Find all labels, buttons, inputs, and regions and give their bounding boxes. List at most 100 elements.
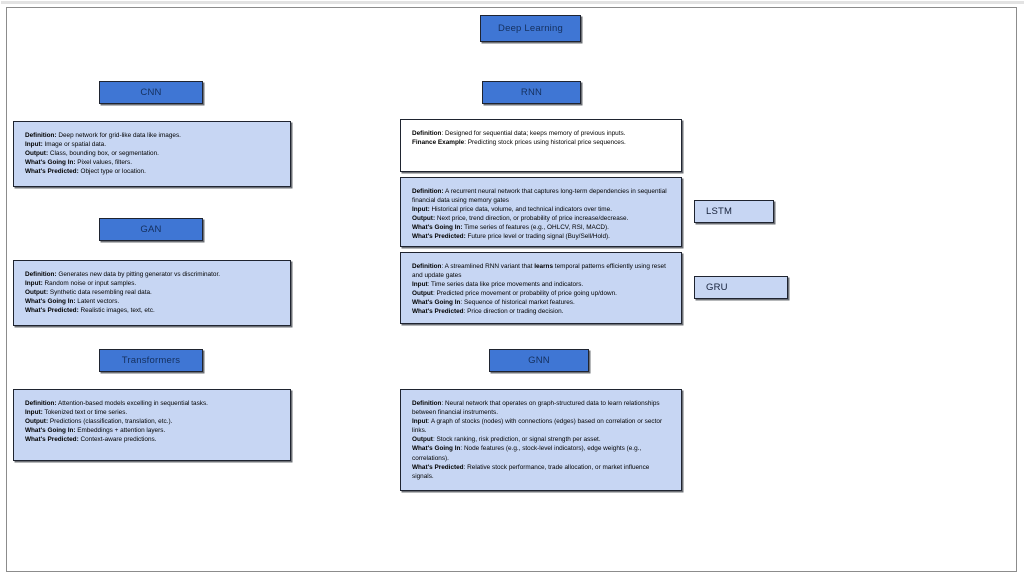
panel-line-text: A recurrent neural network that captures… xyxy=(412,188,667,205)
panel-line-label: What's Going In: xyxy=(25,159,76,167)
node-cnn[interactable]: CNN xyxy=(99,81,203,104)
node-gnn-label: GNN xyxy=(528,355,550,366)
panel-line: Input: Time series data like price movem… xyxy=(412,280,671,289)
panel-line-text: Synthetic data resembling real data. xyxy=(48,289,152,297)
panel-line-label: Input xyxy=(412,281,428,289)
panel-line-text: Time series of features (e.g., OHLCV, RS… xyxy=(462,224,609,232)
panel-line-text: : Predicted price movement or probabilit… xyxy=(432,290,617,298)
panel-line-text: Context-aware predictions. xyxy=(78,436,157,444)
panel-line-text: : Neural network that operates on graph-… xyxy=(412,400,660,417)
panel-line: Definition: A streamlined RNN variant th… xyxy=(412,262,671,280)
panel-line: Definition: Deep network for grid-like d… xyxy=(25,131,280,140)
panel-cnn: Definition: Deep network for grid-like d… xyxy=(13,121,291,187)
panel-line-label: What's Going In: xyxy=(412,224,463,232)
panel-line-label: Input: xyxy=(25,409,43,417)
panel-line-text: : Designed for sequential data; keeps me… xyxy=(441,130,626,137)
panel-line: Output: Next price, trend direction, or … xyxy=(412,214,671,223)
node-gan[interactable]: GAN xyxy=(99,218,203,241)
node-gru-tag[interactable]: GRU xyxy=(694,276,788,299)
panel-line-label: Output: xyxy=(412,215,436,223)
node-rnn[interactable]: RNN xyxy=(482,81,581,104)
panel-line: What's Going In: Latent vectors. xyxy=(25,297,280,306)
panel-line: What's Going In: Embeddings + attention … xyxy=(25,426,280,435)
panel-line-text: Object type or location. xyxy=(78,168,146,176)
panel-line: What's Predicted: Context-aware predicti… xyxy=(25,435,280,444)
panel-line-label: Definition: xyxy=(25,132,57,139)
panel-line: Input: Tokenized text or time series. xyxy=(25,408,280,417)
panel-line-label: Output: xyxy=(25,418,49,426)
panel-line-text: Image or spatial data. xyxy=(42,141,106,149)
panel-rnn: Definition: Designed for sequential data… xyxy=(400,119,682,172)
panel-line-label: Definition: xyxy=(25,400,57,407)
panel-line: Output: Predictions (classification, tra… xyxy=(25,417,280,426)
panel-line-label: What's Predicted: xyxy=(412,233,466,241)
panel-line-text-after: temporal patterns efficiently using rese… xyxy=(412,263,666,280)
panel-line: Definition: A recurrent neural network t… xyxy=(412,187,671,205)
panel-line-text: Embeddings + attention layers. xyxy=(75,427,166,435)
panel-line: What's Going In: Node features (e.g., st… xyxy=(412,444,671,462)
panel-line: Input: Random noise or input samples. xyxy=(25,279,280,288)
panel-line-text: Deep network for grid-like data like ima… xyxy=(56,132,181,139)
node-gnn[interactable]: GNN xyxy=(489,349,589,372)
panel-line-label: Finance Example xyxy=(412,139,465,147)
panel-line-label: Output: xyxy=(25,150,49,158)
panel-line-text: : Time series data like price movements … xyxy=(427,281,584,289)
panel-lstm: Definition: A recurrent neural network t… xyxy=(400,177,682,247)
panel-line: Definition: Neural network that operates… xyxy=(412,399,671,417)
panel-line-label: What's Going In xyxy=(412,299,461,307)
panel-line-label: Definition xyxy=(412,400,442,407)
panel-line-emphasis: learns xyxy=(534,263,554,270)
node-transformers-label: Transformers xyxy=(121,355,181,366)
panel-line-label: Output xyxy=(412,290,433,298)
panel-line-label: Definition xyxy=(412,130,442,137)
panel-line-text: Tokenized text or time series. xyxy=(42,409,128,417)
panel-line-label: What's Going In xyxy=(412,445,461,453)
node-rnn-label: RNN xyxy=(520,87,543,98)
panel-line-label: Output xyxy=(412,436,433,444)
node-lstm-tag-label: LSTM xyxy=(706,206,733,217)
panel-line: Output: Predicted price movement or prob… xyxy=(412,289,671,298)
panel-line-text: : Stock ranking, risk prediction, or sig… xyxy=(432,436,601,444)
panel-line: What's Predicted: Realistic images, text… xyxy=(25,306,280,315)
panel-line-text: Generates new data by pitting generator … xyxy=(56,271,220,278)
panel-line-label: Definition xyxy=(412,263,442,270)
node-lstm-tag[interactable]: LSTM xyxy=(694,200,774,223)
panel-line-label: Definition: xyxy=(25,271,57,278)
node-gru-tag-label: GRU xyxy=(706,282,728,293)
panel-line: Definition: Generates new data by pittin… xyxy=(25,270,280,279)
panel-line: What's Predicted: Object type or locatio… xyxy=(25,167,280,176)
node-deep-learning-label: Deep Learning xyxy=(498,23,563,34)
panel-transformers: Definition: Attention-based models excel… xyxy=(13,389,291,461)
panel-line-label: Output: xyxy=(25,289,49,297)
panel-line-text: : A graph of stocks (nodes) with connect… xyxy=(412,418,663,435)
panel-line-label: Input xyxy=(412,418,428,426)
panel-line-label: Definition: xyxy=(412,188,444,195)
panel-line-text: Realistic images, text, etc. xyxy=(78,307,155,315)
node-deep-learning[interactable]: Deep Learning xyxy=(480,15,581,42)
panel-line-label: Input: xyxy=(25,141,43,149)
panel-line: What's Predicted: Future price level or … xyxy=(412,232,671,241)
panel-line-text: : Price direction or trading decision. xyxy=(463,308,564,316)
panel-line-text: : A streamlined RNN variant that xyxy=(441,263,535,270)
panel-line-text: Future price level or trading signal (Bu… xyxy=(465,233,610,241)
panel-line-label: What's Going In: xyxy=(25,298,76,306)
node-transformers[interactable]: Transformers xyxy=(99,349,203,372)
panel-line-text: Random noise or input samples. xyxy=(42,280,137,288)
panel-line: Input: A graph of stocks (nodes) with co… xyxy=(412,417,671,435)
panel-line-text: Historical price data, volume, and techn… xyxy=(429,206,612,214)
panel-line-text: Next price, trend direction, or probabil… xyxy=(435,215,629,223)
node-gan-label: GAN xyxy=(140,224,162,235)
panel-line-label: What's Predicted: xyxy=(25,168,79,176)
panel-line-text: : Node features (e.g., stock-level indic… xyxy=(412,445,642,462)
panel-line-text: : Sequence of historical market features… xyxy=(460,299,575,307)
node-cnn-label: CNN xyxy=(140,87,162,98)
panel-line: Input: Historical price data, volume, an… xyxy=(412,205,671,214)
panel-line: Output: Stock ranking, risk prediction, … xyxy=(412,435,671,444)
panel-line-label: What's Predicted xyxy=(412,308,464,316)
panel-line-text: Class, bounding box, or segmentation. xyxy=(48,150,159,158)
panel-line: Output: Synthetic data resembling real d… xyxy=(25,288,280,297)
panel-line: What's Predicted: Relative stock perform… xyxy=(412,463,671,481)
panel-line-label: Input: xyxy=(25,280,43,288)
